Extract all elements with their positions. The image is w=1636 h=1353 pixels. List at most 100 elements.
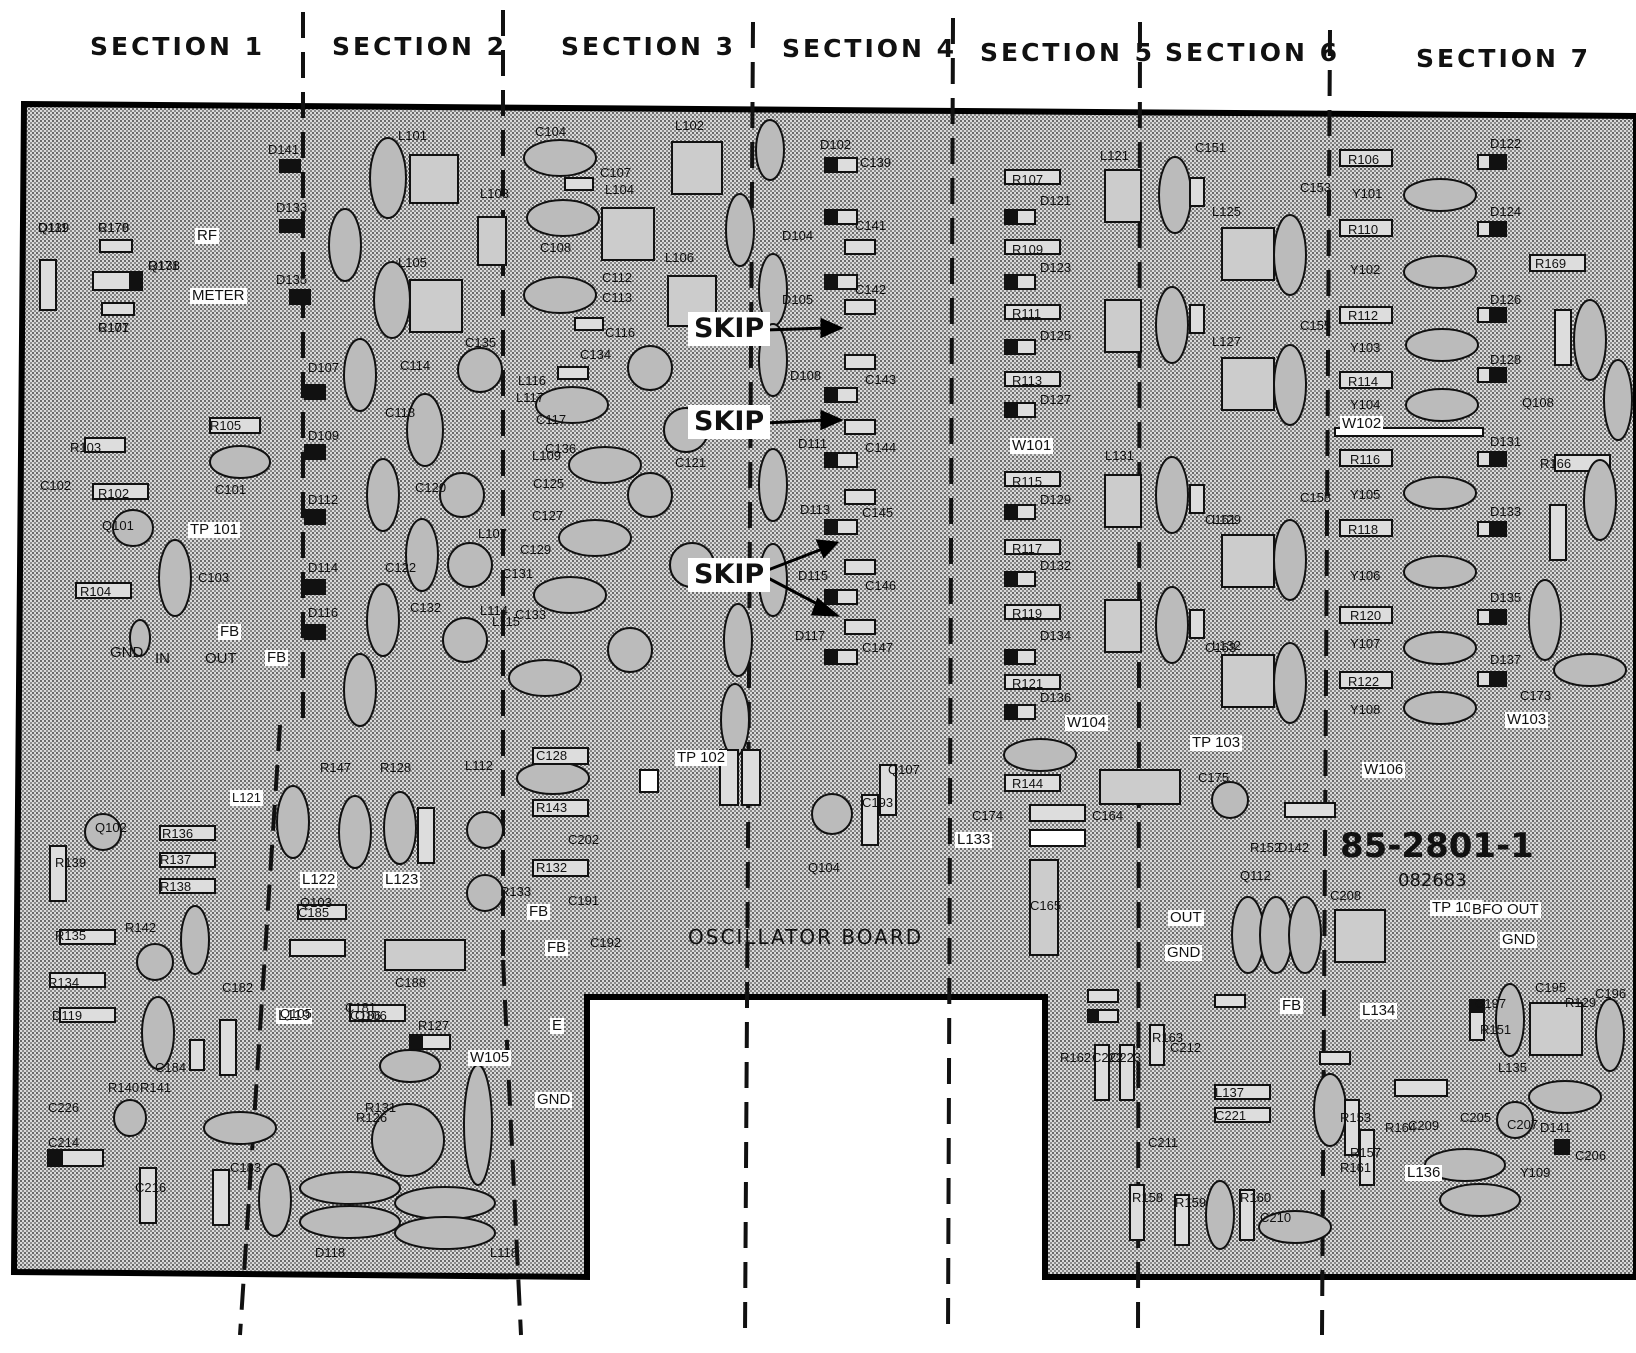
component-label-r162: R162 — [1060, 1050, 1092, 1065]
component-label-r121: R121 — [1012, 676, 1044, 691]
component-label-r166: R166 — [1540, 456, 1572, 471]
component-label-d133: D133 — [1490, 504, 1522, 519]
tp103-label: TP 103 — [1190, 734, 1243, 751]
component-label-c205: C205 — [1460, 1110, 1492, 1125]
component-label-c101: C101 — [215, 482, 247, 497]
component-label-d131: D131 — [1490, 434, 1522, 449]
component-label-r157: R157 — [1350, 1145, 1382, 1160]
component-label-r144: R144 — [1012, 776, 1044, 791]
component-label-l127: L127 — [1212, 334, 1241, 349]
w106-label: W106 — [1362, 761, 1406, 778]
component-label-d135: D135 — [1490, 590, 1522, 605]
component-label-d109: D109 — [308, 428, 340, 443]
component-label-r160: R160 — [1240, 1190, 1272, 1205]
component-label-c164: C164 — [1092, 808, 1124, 823]
component-label-c226: C226 — [48, 1100, 80, 1115]
component-label-l131: L131 — [1105, 448, 1134, 463]
component-label-c117: C117 — [536, 412, 567, 427]
component-label-c143: C143 — [865, 372, 897, 387]
component-label-d116: D116 — [308, 605, 339, 620]
component-label-r114: R114 — [1348, 374, 1379, 389]
component-label-c197: C197 — [1475, 996, 1507, 1011]
component-label-c153: C153 — [1300, 180, 1332, 195]
section-7-label: SECTION 7 — [1416, 44, 1592, 73]
component-label-r170: R170 — [98, 220, 130, 235]
component-label-d104: D104 — [782, 228, 814, 243]
component-label-d136: D136 — [1040, 690, 1072, 705]
component-label-c214: C214 — [48, 1135, 80, 1150]
component-label-l129: L129 — [1212, 512, 1241, 527]
component-label-q112: Q112 — [1240, 868, 1271, 883]
component-label-c151: C151 — [1195, 140, 1227, 155]
component-label-c206: C206 — [1575, 1148, 1607, 1163]
component-label-r117: R117 — [1012, 541, 1043, 556]
component-label-d105: D105 — [782, 292, 814, 307]
component-label-r115: R115 — [1012, 474, 1043, 489]
component-label-c165: C165 — [1030, 898, 1062, 913]
component-label-d126: D126 — [1490, 292, 1522, 307]
component-label-c147: C147 — [862, 640, 894, 655]
component-label-c103: C103 — [198, 570, 230, 585]
component-label-d115: D115 — [798, 568, 829, 583]
section-5-label: SECTION 5 — [980, 38, 1156, 67]
component-label-c122: C122 — [385, 560, 417, 575]
component-label-d113: D113 — [800, 502, 831, 517]
component-label-d107: D107 — [308, 360, 340, 375]
section-1-label: SECTION 1 — [90, 32, 266, 61]
component-label-q108: Q108 — [1522, 395, 1554, 410]
component-label-c155: C155 — [1300, 318, 1332, 333]
component-label-r107: R107 — [1012, 172, 1044, 187]
component-label-l116: L116 — [518, 373, 546, 388]
component-label-c112: C112 — [602, 270, 633, 285]
fb-label: FB — [1280, 997, 1304, 1014]
tp104-label: TP 104 — [1430, 899, 1483, 916]
component-label-c116: C116 — [605, 325, 636, 340]
component-label-r143: R143 — [536, 800, 568, 815]
component-label-r106: R106 — [1348, 152, 1380, 167]
component-label-d128: D128 — [1490, 352, 1522, 367]
fb-label: FB — [265, 649, 289, 666]
component-label-c146: C146 — [865, 578, 897, 593]
component-label-c177: C177 — [98, 320, 130, 335]
component-label-c163: C163 — [1205, 640, 1237, 655]
component-label-q101: Q101 — [102, 518, 134, 533]
component-label-d119: D119 — [52, 1008, 83, 1023]
component-label-q106: Q106 — [355, 1008, 387, 1023]
component-label-y108: Y108 — [1350, 702, 1381, 717]
component-label-r169: R169 — [1535, 256, 1567, 271]
component-label-d127: D127 — [1040, 392, 1072, 407]
component-label-l104: L104 — [605, 182, 634, 197]
l134-label: L134 — [1360, 1002, 1398, 1019]
e-label: E — [550, 1017, 565, 1034]
component-label-c113: C113 — [602, 290, 633, 305]
component-label-l112: L112 — [465, 758, 493, 773]
component-label-d121: D121 — [1040, 193, 1072, 208]
skip-label-1: SKIP — [688, 312, 771, 346]
skip-arrows — [764, 317, 844, 617]
component-label-d133: D133 — [276, 200, 308, 215]
l119-label: L119 — [276, 1007, 313, 1024]
component-label-c181: C181 — [345, 1000, 377, 1015]
component-label-c222: C222 — [1092, 1050, 1124, 1065]
component-label-q107: Q107 — [888, 762, 920, 777]
component-label-d134: D134 — [1040, 628, 1072, 643]
component-label-c158: C158 — [1300, 490, 1332, 505]
component-label-c131: C131 — [502, 566, 534, 581]
component-label-d129: D129 — [1040, 492, 1072, 507]
component-label-r151: R151 — [1480, 1022, 1512, 1037]
skip-label-2: SKIP — [688, 405, 771, 439]
component-label-c132: C132 — [410, 600, 442, 615]
component-label-d117: D117 — [795, 628, 826, 643]
component-label-c191: C191 — [568, 893, 600, 908]
component-label-c207: C207 — [1507, 1117, 1539, 1132]
component-label-y106: Y106 — [1350, 568, 1381, 583]
component-label-c128: C128 — [536, 748, 568, 763]
component-label-c210: C210 — [1260, 1210, 1292, 1225]
component-label-r138: R138 — [160, 879, 192, 894]
component-label-d118: D118 — [315, 1245, 346, 1260]
component-label-c216: C216 — [135, 1180, 167, 1195]
gnd-label: GND — [110, 644, 144, 661]
component-label-r163: R163 — [1152, 1030, 1184, 1045]
l121-label: L121 — [230, 790, 263, 806]
